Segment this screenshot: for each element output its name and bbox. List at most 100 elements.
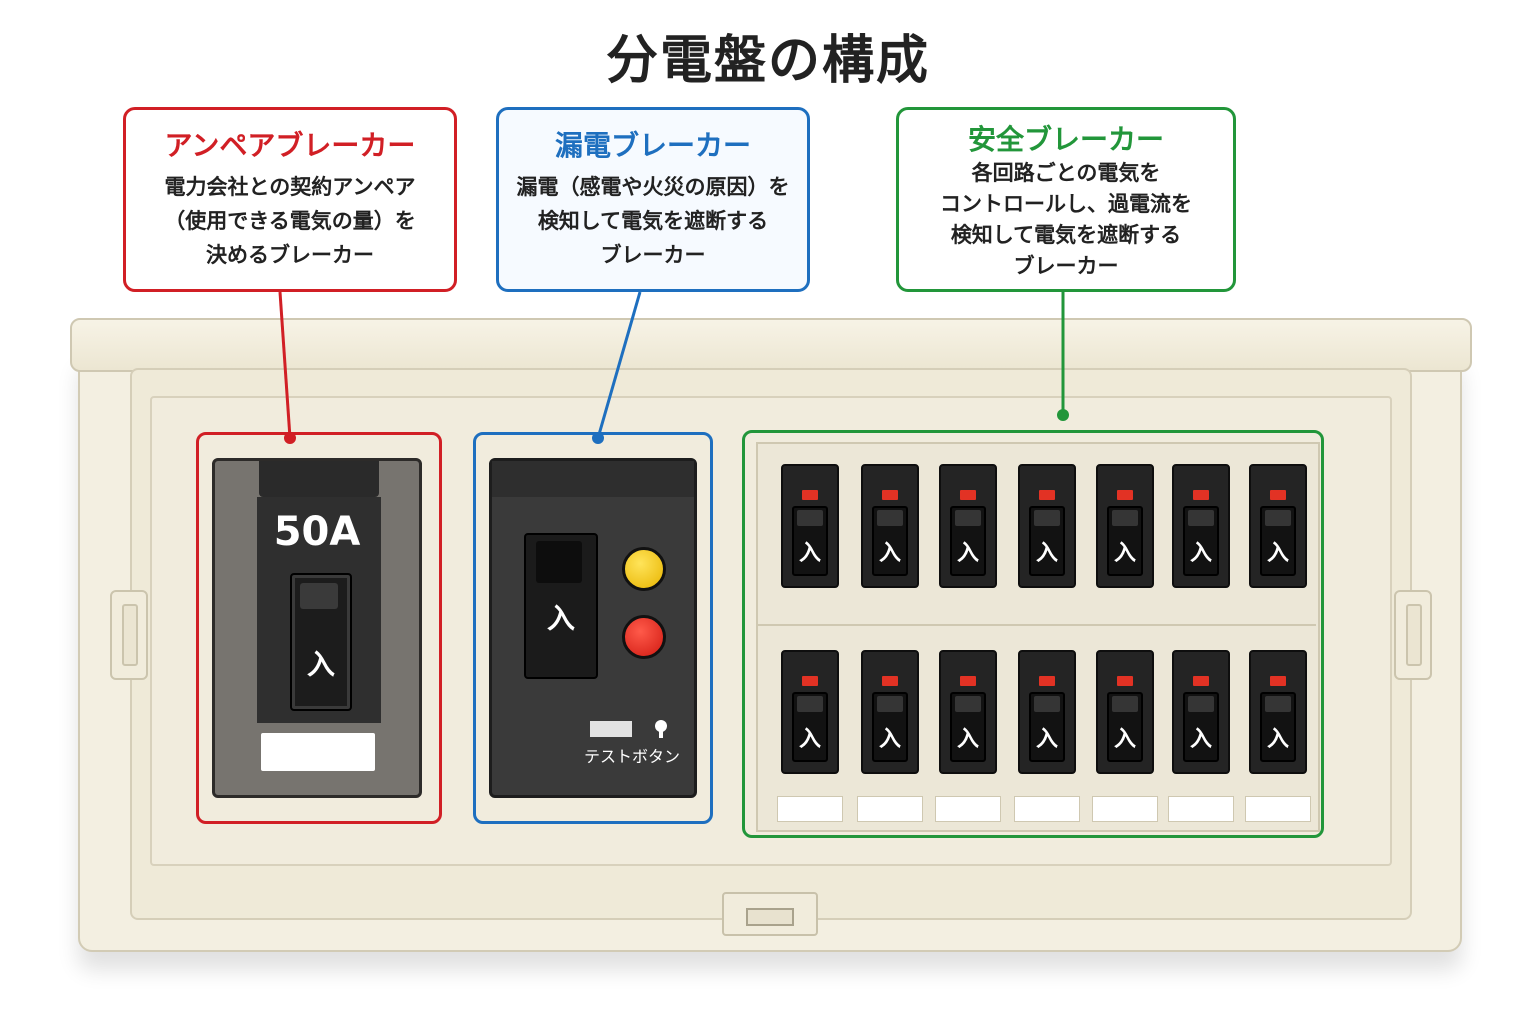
callout-text: ブレーカー — [600, 243, 706, 267]
safety-breaker-circuit-label — [857, 796, 923, 822]
safety-breaker-indicator — [802, 676, 818, 686]
switch-on-label: 入 — [1189, 541, 1212, 566]
yellow-indicator-button[interactable] — [622, 547, 666, 591]
switch-handle — [1188, 696, 1214, 712]
safety-breaker: 入 — [939, 464, 997, 588]
safety-breaker: 入 — [861, 650, 919, 774]
safety-breaker-indicator — [1039, 676, 1055, 686]
callout-title: 漏電ブレーカー — [554, 129, 751, 162]
safety-breaker-switch[interactable]: 入 — [1107, 692, 1143, 762]
switch-handle — [1034, 510, 1060, 526]
safety-breaker-switch[interactable]: 入 — [792, 506, 828, 576]
callout-text: （使用できる電気の量）を — [164, 209, 416, 233]
safety-breaker-switch[interactable]: 入 — [950, 692, 986, 762]
switch-handle — [1265, 510, 1291, 526]
safety-breaker-indicator — [1193, 490, 1209, 500]
switch-on-label: 入 — [1189, 727, 1212, 752]
switch-handle — [536, 541, 582, 583]
safety-breaker-circuit-label — [1092, 796, 1158, 822]
ampere-breaker-cap — [259, 461, 379, 497]
safety-breaker-switch[interactable]: 入 — [1107, 506, 1143, 576]
switch-on-label: 入 — [1113, 727, 1136, 752]
safety-breaker: 入 — [781, 464, 839, 588]
safety-breaker-switch[interactable]: 入 — [1029, 692, 1065, 762]
switch-handle — [797, 696, 823, 712]
safety-breaker-indicator — [802, 490, 818, 500]
safety-breaker-switch[interactable]: 入 — [1183, 506, 1219, 576]
safety-breaker: 入 — [1249, 650, 1307, 774]
switch-handle — [1265, 696, 1291, 712]
safety-breaker-indicator — [1117, 676, 1133, 686]
callout-text: 検知して電気を遮断する — [537, 209, 769, 233]
callout-title: アンペアブレーカー — [164, 129, 416, 162]
safety-breaker-indicator — [882, 490, 898, 500]
switch-handle — [1112, 510, 1138, 526]
safety-breaker-circuit-label — [1245, 796, 1311, 822]
switch-on-label: 入 — [1266, 541, 1289, 566]
safety-breaker-circuit-label — [1014, 796, 1080, 822]
safety-breaker-indicator — [1193, 676, 1209, 686]
callout-safety-breaker: 安全ブレーカー 各回路ごとの電気を コントロールし、過電流を 検知して電気を遮断… — [896, 107, 1236, 292]
safety-breaker-switch[interactable]: 入 — [792, 692, 828, 762]
leakage-breaker: 入 テストボタン — [489, 458, 697, 798]
safety-breaker-indicator — [1039, 490, 1055, 500]
bottom-latch[interactable] — [722, 892, 818, 936]
safety-breaker-indicator — [1270, 676, 1286, 686]
ampere-rating-label: 50A — [273, 509, 361, 555]
switch-on-label: 入 — [306, 648, 335, 681]
safety-breaker-switch[interactable]: 入 — [872, 692, 908, 762]
safety-breaker: 入 — [1018, 464, 1076, 588]
switch-on-label: 入 — [1035, 541, 1058, 566]
safety-breaker: 入 — [1249, 464, 1307, 588]
leakage-breaker-switch[interactable]: 入 — [524, 533, 598, 679]
callout-text: 決めるブレーカー — [206, 243, 374, 267]
safety-breaker-switch[interactable]: 入 — [1260, 506, 1296, 576]
callout-leakage-breaker: 漏電ブレーカー 漏電（感電や火災の原因）を 検知して電気を遮断する ブレーカー — [496, 107, 810, 292]
test-button-label: テストボタン — [583, 747, 680, 766]
switch-handle — [300, 583, 338, 609]
switch-on-label: 入 — [1266, 727, 1289, 752]
safety-breaker: 入 — [1018, 650, 1076, 774]
ampere-breaker: 50A 入 — [212, 458, 422, 798]
safety-breaker-highlight — [742, 430, 1324, 838]
safety-breaker-switch[interactable]: 入 — [1183, 692, 1219, 762]
safety-breaker-indicator — [882, 676, 898, 686]
safety-breaker-switch[interactable]: 入 — [872, 506, 908, 576]
switch-handle — [955, 696, 981, 712]
safety-breaker: 入 — [861, 464, 919, 588]
safety-breaker: 入 — [1096, 464, 1154, 588]
switch-handle — [1034, 696, 1060, 712]
safety-breaker: 入 — [1172, 650, 1230, 774]
switch-on-label: 入 — [1035, 727, 1058, 752]
switch-on-label: 入 — [546, 602, 575, 635]
callout-title: 安全ブレーカー — [967, 123, 1164, 156]
switch-handle — [955, 510, 981, 526]
switch-on-label: 入 — [878, 727, 901, 752]
safety-breaker-switch[interactable]: 入 — [1260, 692, 1296, 762]
safety-breaker-circuit-label — [1168, 796, 1234, 822]
left-latch[interactable] — [110, 590, 148, 680]
test-button-icon — [655, 720, 667, 738]
safety-breaker-switch[interactable]: 入 — [950, 506, 986, 576]
switch-on-label: 入 — [956, 541, 979, 566]
ampere-breaker-highlight — [196, 432, 442, 824]
safety-breaker: 入 — [1172, 464, 1230, 588]
safety-breaker-switch[interactable]: 入 — [1029, 506, 1065, 576]
switch-on-label: 入 — [878, 541, 901, 566]
callout-text: 検知して電気を遮断する — [950, 223, 1182, 247]
callout-text: 漏電（感電や火災の原因）を — [516, 175, 790, 199]
switch-handle — [877, 696, 903, 712]
safety-breaker: 入 — [1096, 650, 1154, 774]
switch-handle — [877, 510, 903, 526]
switch-handle — [1188, 510, 1214, 526]
board-lid — [70, 318, 1472, 372]
right-latch[interactable] — [1394, 590, 1432, 680]
red-test-button[interactable] — [622, 615, 666, 659]
safety-breaker-row-divider — [756, 624, 1316, 626]
ampere-breaker-switch[interactable]: 入 — [290, 573, 352, 711]
switch-on-label: 入 — [1113, 541, 1136, 566]
switch-on-label: 入 — [798, 541, 821, 566]
safety-breaker-indicator — [960, 490, 976, 500]
page-title: 分電盤の構成 — [605, 31, 930, 91]
safety-breaker: 入 — [781, 650, 839, 774]
